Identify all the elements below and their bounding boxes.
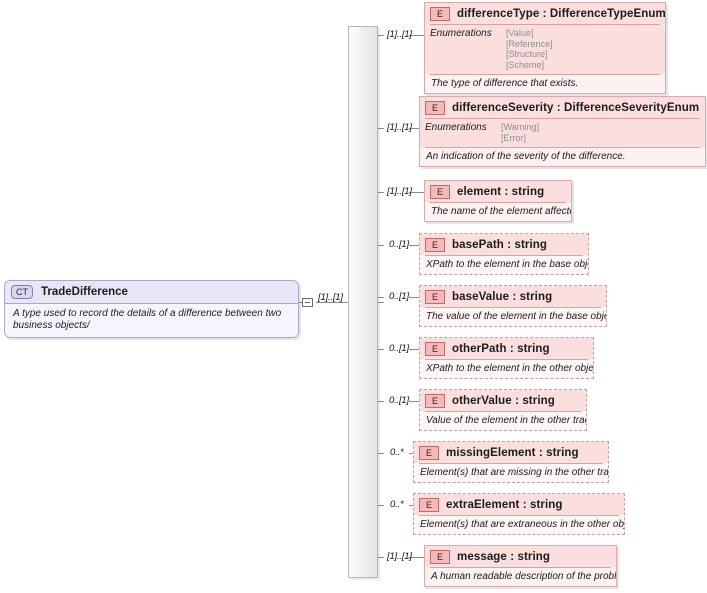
element-node-differenceseverity[interactable]: E differenceSeverity : DifferenceSeverit…	[419, 96, 706, 167]
element-name: differenceType : DifferenceTypeEnum	[457, 7, 666, 20]
element-name: baseValue : string	[452, 290, 553, 303]
element-name: missingElement : string	[446, 446, 579, 459]
element-documentation: Element(s) that are missing in the other…	[414, 464, 608, 482]
enumeration-value: [Structure]	[506, 49, 548, 59]
element-documentation: The name of the element affected.	[425, 203, 571, 221]
element-icon: E	[425, 237, 445, 252]
element-node-basevalue[interactable]: E baseValue : string The value of the el…	[419, 285, 607, 327]
element-name: basePath : string	[452, 238, 547, 251]
divider	[430, 567, 611, 568]
cardinality-differenceseverity: [1]..[1]	[387, 122, 412, 133]
complex-type-icon: CT	[11, 285, 33, 299]
complex-type-name: TradeDifference	[41, 286, 128, 298]
element-header: E element : string	[425, 181, 571, 202]
divider	[430, 202, 566, 203]
element-documentation: A human readable description of the prob…	[425, 568, 616, 586]
complex-type-node-tradedifference[interactable]: CT TradeDifference A type used to record…	[4, 280, 299, 338]
element-header: E missingElement : string	[414, 442, 608, 463]
element-node-message[interactable]: E message : string A human readable desc…	[424, 545, 617, 587]
enumerations-block: Enumerations [Warning] [Error]	[420, 119, 705, 147]
element-icon: E	[430, 184, 450, 199]
cardinality-element: [1]..[1]	[387, 186, 412, 197]
element-name: differenceSeverity : DifferenceSeverityE…	[452, 101, 700, 114]
enumerations-label: Enumerations	[430, 28, 492, 39]
element-documentation: The type of difference that exists.	[425, 75, 665, 93]
element-icon: E	[425, 393, 445, 408]
element-name: extraElement : string	[446, 498, 563, 511]
element-icon: E	[425, 341, 445, 356]
complex-type-header: CT TradeDifference	[5, 281, 298, 303]
element-node-othervalue[interactable]: E otherValue : string Value of the eleme…	[419, 389, 587, 431]
divider	[425, 255, 583, 256]
element-header: E extraElement : string	[414, 494, 624, 515]
element-name: otherPath : string	[452, 342, 550, 355]
element-documentation: XPath to the element in the base object.	[420, 256, 588, 274]
element-icon: E	[425, 100, 445, 115]
cardinality-root: [1]..[1]	[318, 292, 343, 303]
element-documentation: XPath to the element in the other object…	[420, 360, 593, 378]
element-name: otherValue : string	[452, 394, 555, 407]
enumerations-label: Enumerations	[425, 122, 487, 133]
element-header: E message : string	[425, 546, 616, 567]
element-node-basepath[interactable]: E basePath : string XPath to the element…	[419, 233, 589, 275]
element-icon: E	[430, 6, 450, 21]
element-icon: E	[425, 289, 445, 304]
enumerations-values: [Warning] [Error]	[501, 122, 539, 143]
divider	[419, 515, 619, 516]
element-node-otherpath[interactable]: E otherPath : string XPath to the elemen…	[419, 337, 594, 379]
expand-collapse-toggle[interactable]	[302, 298, 313, 307]
divider	[430, 74, 660, 75]
divider	[425, 359, 588, 360]
cardinality-basepath: 0..[1]	[389, 239, 409, 250]
divider	[5, 303, 298, 304]
element-icon: E	[419, 445, 439, 460]
element-documentation: Element(s) that are extraneous in the ot…	[414, 516, 624, 534]
element-header: E differenceType : DifferenceTypeEnum	[425, 3, 665, 24]
enumeration-value: [Warning]	[501, 122, 540, 132]
cardinality-message: [1]..[1]	[387, 551, 412, 562]
divider	[430, 24, 660, 25]
element-name: message : string	[457, 550, 550, 563]
divider	[425, 118, 700, 119]
element-header: E basePath : string	[420, 234, 588, 255]
enumeration-value: [Error]	[501, 132, 527, 143]
element-node-missingelement[interactable]: E missingElement : string Element(s) tha…	[413, 441, 609, 483]
cardinality-differencetype: [1]..[1]	[387, 29, 412, 40]
element-documentation: Value of the element in the other trade.	[420, 412, 586, 430]
enumeration-value: [Value]	[506, 28, 534, 38]
element-icon: E	[430, 549, 450, 564]
element-header: E baseValue : string	[420, 286, 606, 307]
element-header: E otherPath : string	[420, 338, 593, 359]
enumerations-block: Enumerations [Value] [Reference] [Struct…	[425, 25, 665, 74]
element-documentation: An indication of the severity of the dif…	[420, 148, 705, 166]
cardinality-extraelement: 0..*	[390, 499, 404, 510]
enumeration-value: [Scheme]	[506, 59, 545, 70]
cardinality-basevalue: 0..[1]	[389, 291, 409, 302]
element-node-differencetype[interactable]: E differenceType : DifferenceTypeEnum En…	[424, 2, 666, 94]
enumeration-value: [Reference]	[506, 38, 553, 49]
element-name: element : string	[457, 185, 545, 198]
divider	[425, 147, 700, 148]
cardinality-otherpath: 0..[1]	[389, 343, 409, 354]
element-header: E differenceSeverity : DifferenceSeverit…	[420, 97, 705, 118]
element-header: E otherValue : string	[420, 390, 586, 411]
element-documentation: The value of the element in the base obj…	[420, 308, 606, 326]
element-node-element[interactable]: E element : string The name of the eleme…	[424, 180, 572, 222]
divider	[425, 411, 581, 412]
divider	[419, 463, 603, 464]
divider	[425, 307, 601, 308]
cardinality-othervalue: 0..[1]	[389, 395, 409, 406]
complex-type-documentation: A type used to record the details of a d…	[5, 304, 298, 337]
sequence-bar	[348, 26, 378, 578]
cardinality-missingelement: 0..*	[390, 447, 404, 458]
element-node-extraelement[interactable]: E extraElement : string Element(s) that …	[413, 493, 625, 535]
element-icon: E	[419, 497, 439, 512]
enumerations-values: [Value] [Reference] [Structure] [Scheme]	[506, 28, 553, 70]
